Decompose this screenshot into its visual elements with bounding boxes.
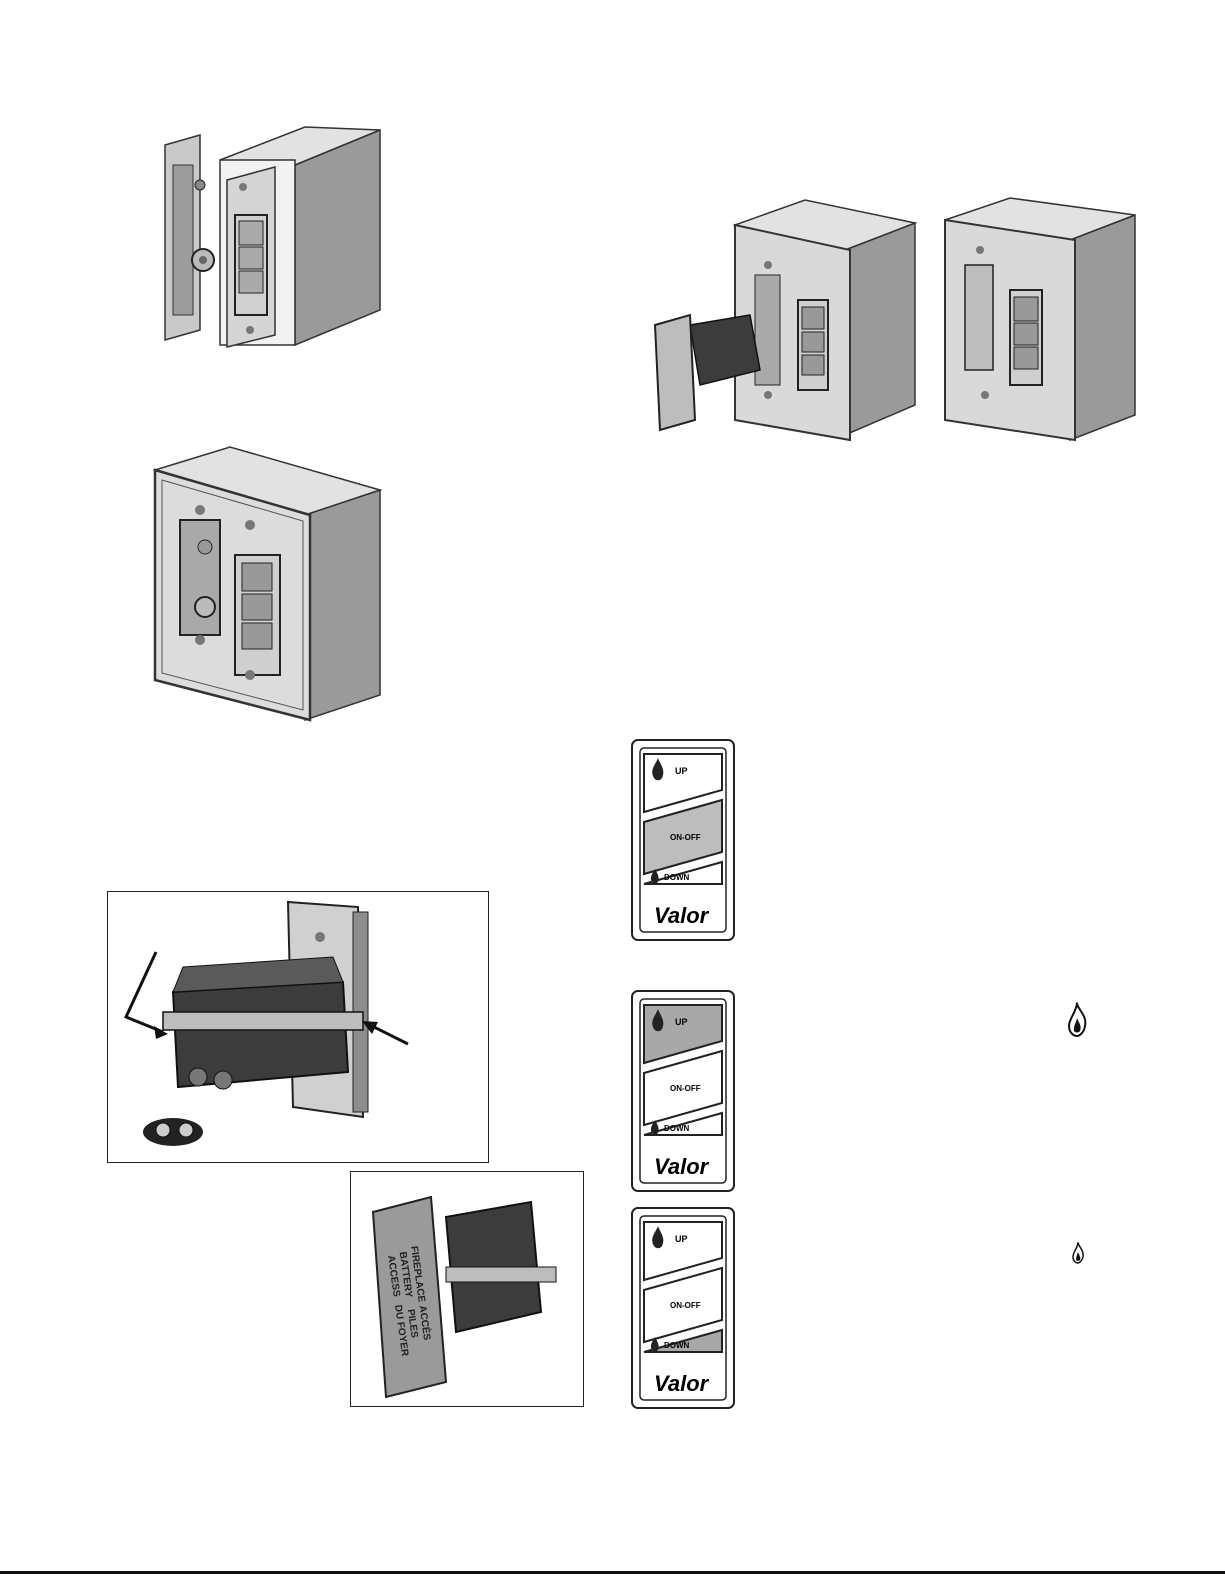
- figure-battery-cover-box: FIREPLACE BATTERY ACCESS ACCÈS PILES DU …: [350, 1171, 584, 1407]
- up-label: UP: [675, 1234, 688, 1244]
- down-label: DOWN: [664, 1341, 690, 1350]
- down-label: DOWN: [664, 1124, 690, 1133]
- on-off-label: ON-OFF: [670, 1301, 701, 1310]
- on-off-label: ON-OFF: [670, 1084, 701, 1093]
- valor-logo: Valor: [654, 1154, 710, 1179]
- down-label: DOWN: [664, 873, 690, 882]
- bottom-rule: [0, 1571, 1225, 1574]
- remote-panel-up: UP ON-OFF DOWN Valor: [630, 989, 736, 1193]
- remote-panel-down: UP ON-OFF DOWN Valor: [630, 1206, 736, 1410]
- flame-small-icon: [1071, 1242, 1085, 1264]
- figure-bracket-switch: [155, 125, 385, 355]
- figure-wallbox-assembled: [150, 445, 390, 725]
- on-off-label: ON-OFF: [670, 833, 701, 842]
- figure-battery-holder-box: [107, 891, 489, 1163]
- remote-panel-default: UP ON-OFF DOWN Valor: [630, 738, 736, 942]
- up-label: UP: [675, 766, 688, 776]
- figure-wallbox-pair: [650, 195, 1150, 460]
- up-label: UP: [675, 1017, 688, 1027]
- flame-large-icon: [1066, 1002, 1088, 1038]
- valor-logo: Valor: [654, 903, 710, 928]
- valor-logo: Valor: [654, 1371, 710, 1396]
